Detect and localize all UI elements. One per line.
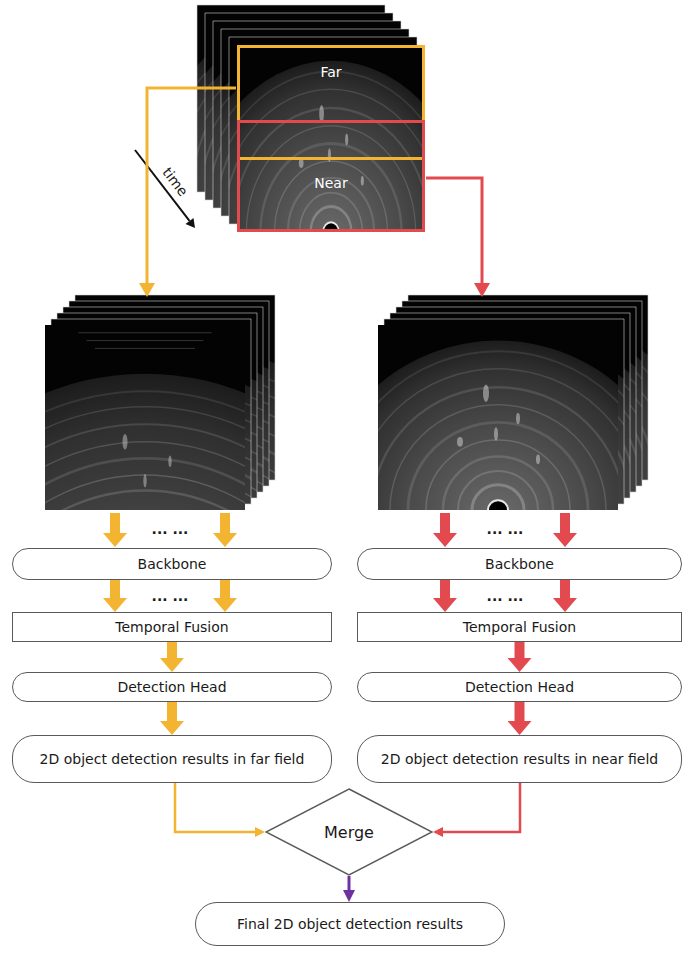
block-arrow-head	[433, 533, 457, 547]
temporal-fusion-box: Temporal Fusion	[12, 612, 332, 642]
node-text: 2D object detection results in near fiel…	[381, 751, 658, 768]
frame-input-arrows	[103, 513, 577, 547]
node-text: Temporal Fusion	[115, 619, 228, 636]
block-arrow-head	[103, 533, 127, 547]
block-arrow	[515, 702, 525, 721]
block-arrow-shaft	[560, 513, 570, 534]
ellipsis-label: ... ...	[487, 521, 524, 538]
near-region-box: Near	[237, 120, 425, 232]
block-arrow-shaft	[440, 513, 450, 534]
ellipsis-label: ... ...	[152, 521, 189, 538]
node-text: Merge	[324, 824, 374, 841]
node-text: Detection Head	[465, 679, 574, 696]
block-arrow-head	[553, 533, 577, 547]
node-text: Backbone	[138, 556, 207, 573]
block-arrow-shaft	[110, 513, 120, 534]
near-crop-stack	[318, 295, 697, 691]
result-box: 2D object detection results in far field	[12, 735, 332, 783]
block-arrow	[167, 702, 177, 721]
block-arrow-shaft	[220, 513, 230, 534]
time-label: time	[158, 164, 191, 199]
detection-head-box: Detection Head	[357, 672, 682, 702]
block-arrow	[560, 580, 570, 598]
node-text: Far	[320, 64, 341, 81]
ellipsis-label: ... ...	[152, 588, 189, 605]
block-arrow	[220, 580, 230, 598]
far-region-box: Far	[237, 45, 425, 160]
flow-arrow	[175, 783, 255, 832]
time-arrow	[135, 150, 195, 228]
backbone-box: Backbone	[357, 548, 682, 580]
ellipsis-label: ... ...	[487, 588, 524, 605]
node-text: Near	[314, 175, 347, 192]
near-crop-leader-head	[474, 283, 490, 297]
time-arrow-head	[186, 218, 196, 228]
block-arrow	[167, 642, 177, 658]
block-arrow	[515, 642, 525, 658]
node-text: Backbone	[485, 556, 554, 573]
far-crop-leader-head	[139, 283, 155, 297]
result-box: 2D object detection results in near fiel…	[357, 735, 682, 783]
final-result-box: Final 2D object detection results	[195, 902, 505, 946]
node-text: Temporal Fusion	[463, 619, 576, 636]
merge-diamond: Merge	[265, 788, 433, 876]
temporal-fusion-box: Temporal Fusion	[357, 612, 682, 642]
backbone-box: Backbone	[12, 548, 332, 580]
node-text: Detection Head	[117, 679, 226, 696]
node-text: 2D object detection results in far field	[40, 751, 305, 768]
far-crop-leader	[147, 88, 236, 284]
block-arrow-head	[213, 533, 237, 547]
near-crop-leader	[426, 178, 482, 284]
diamond-shape	[266, 789, 432, 875]
flow-arrow	[443, 783, 520, 832]
block-arrow	[440, 580, 450, 598]
block-arrow	[110, 580, 120, 598]
detection-head-box: Detection Head	[12, 672, 332, 702]
flow-arrow	[348, 876, 351, 890]
node-text: Final 2D object detection results	[237, 916, 463, 933]
